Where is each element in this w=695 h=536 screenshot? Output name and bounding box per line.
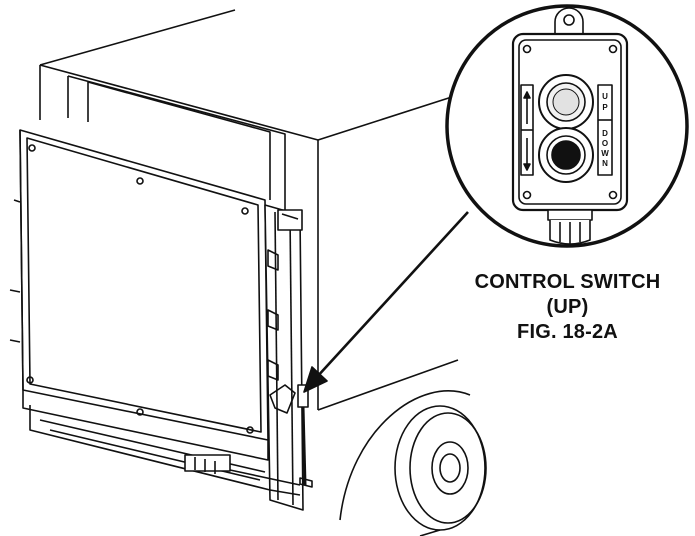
down-label: D O W N: [601, 129, 609, 168]
down-button[interactable]: [538, 127, 594, 183]
down-letter: W: [601, 149, 609, 158]
down-letter: N: [602, 159, 608, 168]
up-label: U P: [602, 92, 608, 112]
lift-platform: [9, 129, 269, 441]
down-letter: D: [602, 129, 608, 138]
detail-magnifier: [445, 4, 689, 248]
truck-wheel: [339, 390, 487, 536]
up-letter: P: [602, 103, 608, 112]
down-letter: O: [602, 139, 608, 148]
caption-title: CONTROL SWITCH: [474, 271, 661, 293]
up-button[interactable]: [538, 74, 594, 130]
lift-column: [264, 204, 313, 511]
caption-state: (UP): [546, 296, 589, 318]
figure-number: FIG. 18-2A: [517, 321, 618, 343]
truck-body: [39, 9, 459, 411]
liftgate-base: [22, 390, 301, 496]
up-letter: U: [602, 92, 608, 101]
pointer-arrow: [303, 211, 469, 393]
